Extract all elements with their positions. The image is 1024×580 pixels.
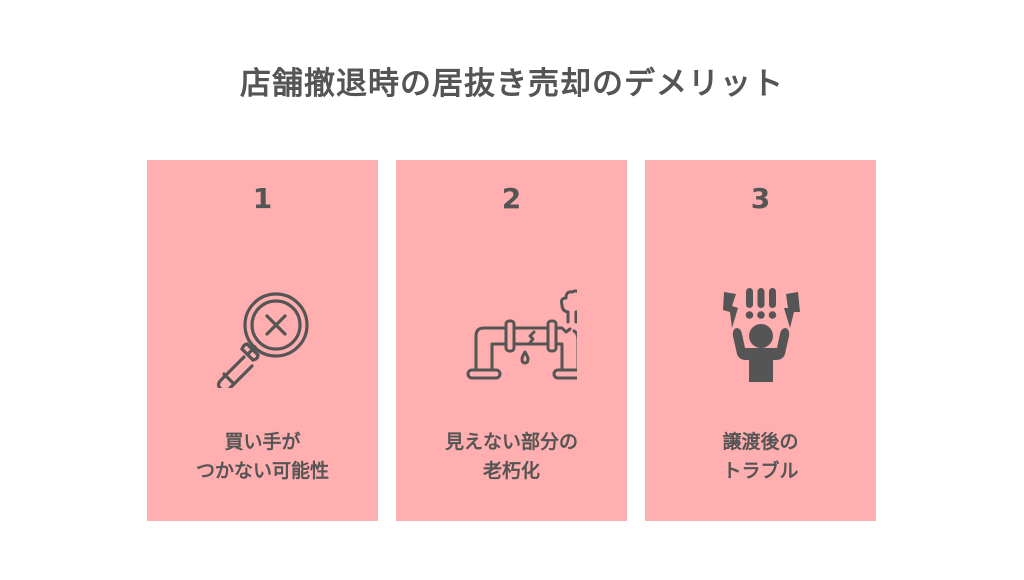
card-label-line: 買い手が xyxy=(224,431,301,453)
card-label-line: 見えない部分の xyxy=(444,431,578,453)
stressed-person-icon xyxy=(722,288,800,382)
card-label: 見えない部分の 老朽化 xyxy=(396,428,627,486)
card-label: 買い手が つかない可能性 xyxy=(147,428,378,486)
magnifier-x-icon xyxy=(216,292,309,388)
card-number: 3 xyxy=(750,182,771,215)
burst-pipe-icon xyxy=(466,289,577,380)
card-3: 3 譲渡後の トラブル xyxy=(645,160,876,521)
card-label: 譲渡後の トラブル xyxy=(645,428,876,486)
card-1: 1 買い手が つかない可能性 xyxy=(147,160,378,521)
card-2: 2 見えない部分の 老朽 xyxy=(396,160,627,521)
card-label-line: 老朽化 xyxy=(482,460,540,482)
card-label-line: つかない可能性 xyxy=(195,460,329,482)
page-title: 店舗撤退時の居抜き売却のデメリット xyxy=(240,66,784,102)
card-number: 2 xyxy=(501,182,522,215)
card-number: 1 xyxy=(252,182,273,215)
card-label-line: 譲渡後の xyxy=(722,431,799,453)
card-label-line: トラブル xyxy=(722,460,799,482)
